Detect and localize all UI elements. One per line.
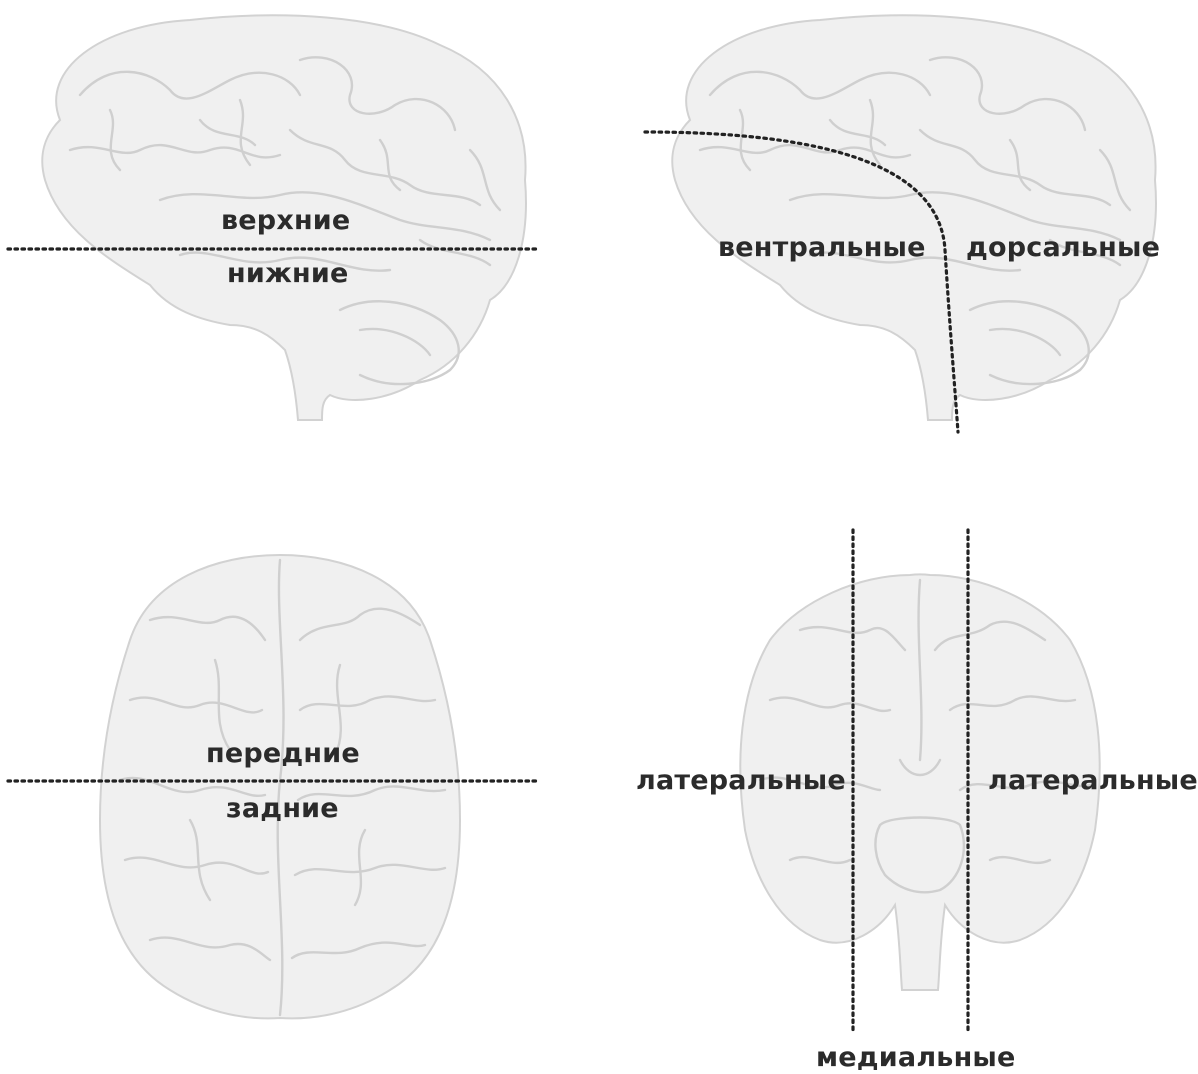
brain-top-view-anterior-posterior (8, 555, 540, 1018)
label-anterior: передние (206, 740, 360, 767)
label-lateral-right: латеральные (988, 767, 1198, 794)
label-lower: нижние (227, 260, 349, 287)
label-ventral: вентральные (718, 234, 926, 261)
label-posterior: задние (226, 795, 339, 822)
label-upper: верхние (221, 207, 350, 234)
brain-side-view-ventral-dorsal (645, 15, 1156, 432)
label-lateral-left: латеральные (636, 767, 846, 794)
label-medial: медиальные (816, 1044, 1016, 1071)
label-dorsal: дорсальные (966, 234, 1160, 261)
